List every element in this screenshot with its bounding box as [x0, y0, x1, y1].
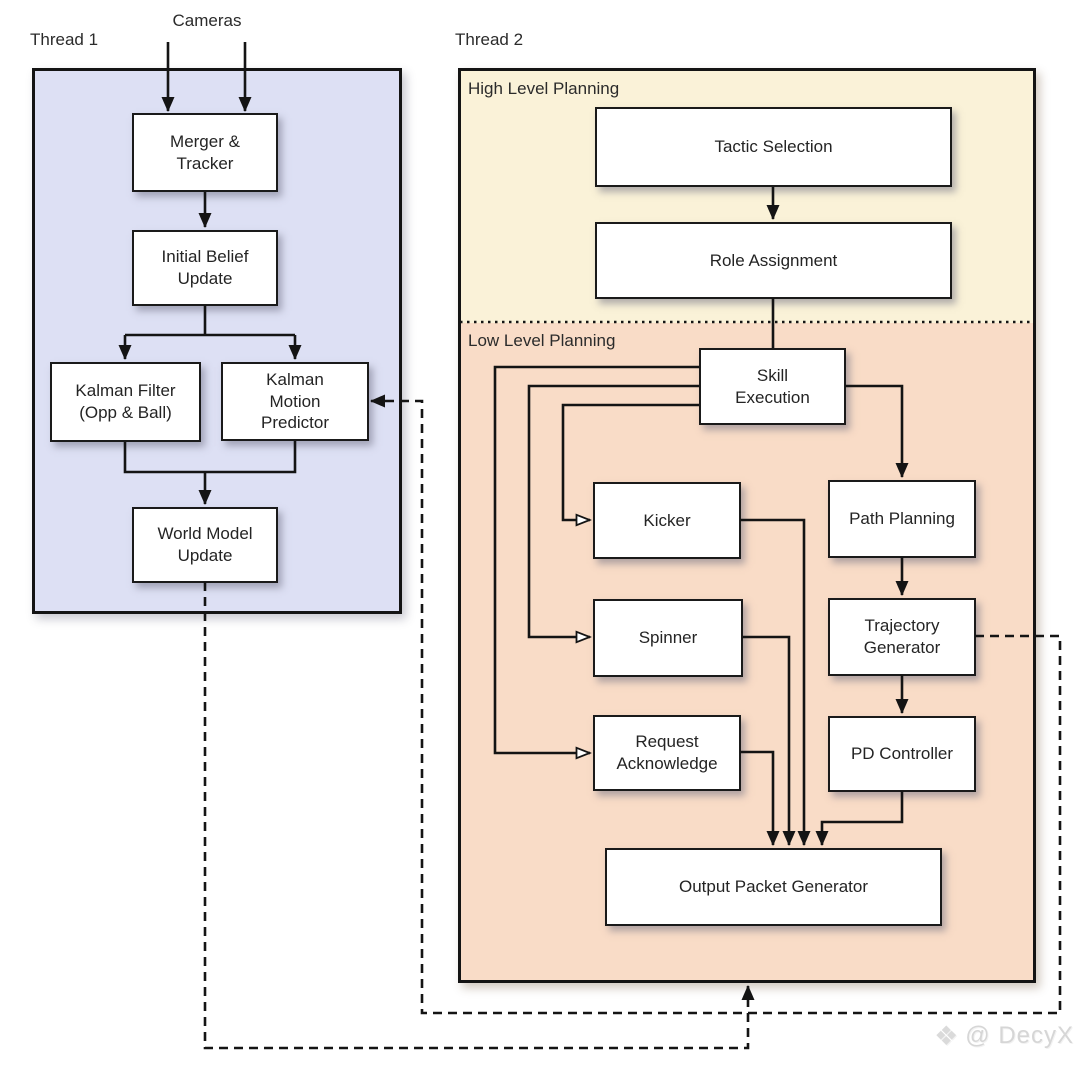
node-skill-execution-label: Skill Execution [735, 365, 810, 407]
thread1-label: Thread 1 [30, 30, 99, 49]
node-trajectory-generator-label: Trajectory Generator [863, 616, 941, 657]
node-initial-belief-update-label: Initial Belief Update [161, 247, 249, 288]
node-tactic-selection: Tactic Selection [595, 107, 952, 187]
node-world-model-update: World Model Update [132, 507, 278, 583]
node-output-packet-generator: Output Packet Generator [605, 848, 942, 926]
node-pd-controller-label: PD Controller [850, 744, 954, 764]
node-spinner-label: Spinner [638, 628, 698, 648]
thread2-label: Thread 2 [455, 30, 524, 49]
low-level-planning-label: Low Level Planning [468, 331, 616, 350]
node-request-acknowledge: Request Acknowledge [593, 715, 741, 791]
node-path-planning: Path Planning [828, 480, 976, 558]
node-spinner: Spinner [593, 599, 743, 677]
node-pd-controller: PD Controller [828, 716, 976, 792]
cameras-label: Cameras [172, 11, 242, 30]
node-kalman-motion-predictor: Kalman Motion Predictor [221, 362, 369, 441]
node-merger-tracker-label: Merger & Tracker [170, 131, 240, 173]
high-level-planning-label: High Level Planning [468, 79, 620, 98]
node-kicker-label: Kicker [643, 510, 691, 530]
node-tactic-selection-label: Tactic Selection [714, 137, 833, 157]
node-trajectory-generator: Trajectory Generator [828, 598, 976, 676]
watermark-text: @ DecyX [965, 1022, 1074, 1049]
node-kalman-filter: Kalman Filter (Opp & Ball) [50, 362, 201, 442]
node-skill-execution: Skill Execution [699, 348, 846, 425]
node-role-assignment: Role Assignment [595, 222, 952, 299]
node-role-assignment-label: Role Assignment [709, 250, 838, 270]
gem-icon: ❖ [934, 1020, 960, 1051]
watermark: ❖ @ DecyX [934, 1022, 1074, 1050]
node-kicker: Kicker [593, 482, 741, 559]
node-request-acknowledge-label: Request Acknowledge [616, 732, 718, 773]
node-output-packet-generator-label: Output Packet Generator [679, 877, 868, 897]
node-kalman-filter-label: Kalman Filter (Opp & Ball) [75, 381, 176, 422]
node-path-planning-label: Path Planning [849, 509, 955, 529]
node-kalman-motion-predictor-label: Kalman Motion Predictor [260, 369, 330, 433]
node-initial-belief-update: Initial Belief Update [132, 230, 278, 306]
node-merger-tracker: Merger & Tracker [132, 113, 278, 192]
node-world-model-update-label: World Model Update [157, 524, 253, 565]
